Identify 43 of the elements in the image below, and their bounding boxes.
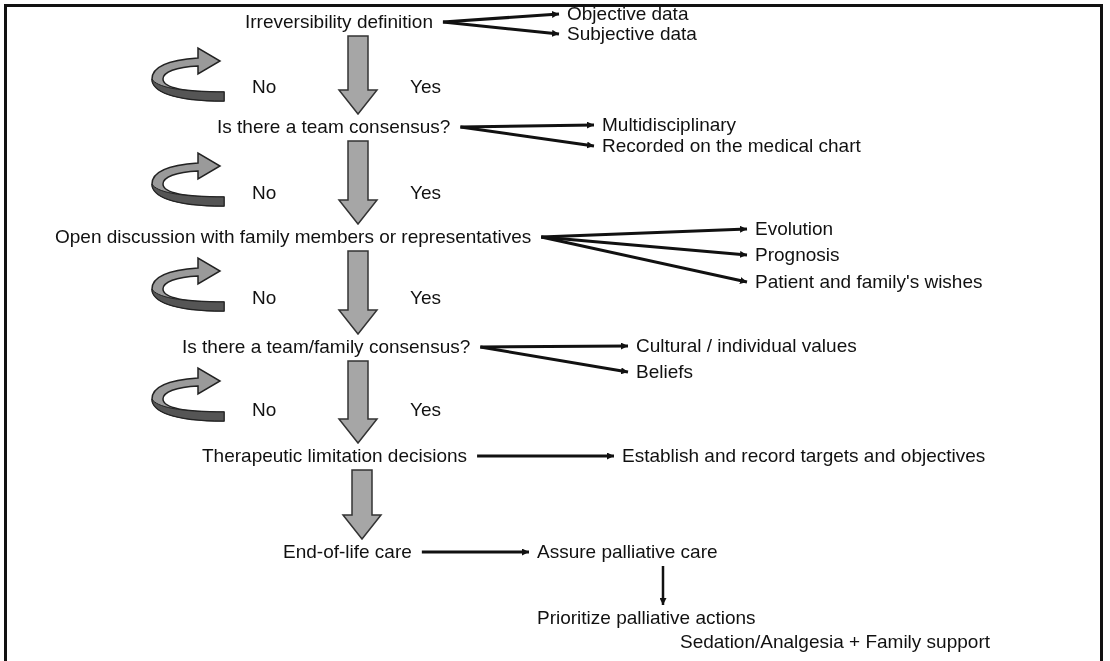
arrow bbox=[477, 452, 614, 460]
step-text: Therapeutic limitation decisions bbox=[202, 445, 468, 467]
decision-label: Yes bbox=[410, 287, 441, 309]
block-arrow bbox=[337, 360, 379, 445]
step-text: Prioritize palliative actions bbox=[537, 607, 757, 629]
step-text: End-of-life care bbox=[283, 541, 412, 563]
block-arrow bbox=[337, 140, 379, 226]
decision-label: Yes bbox=[410, 76, 441, 98]
step-text: Patient and family's wishes bbox=[755, 271, 983, 293]
arrow bbox=[480, 342, 628, 350]
decision-label: No bbox=[252, 76, 277, 98]
arrow bbox=[460, 121, 595, 129]
decision-label: No bbox=[252, 399, 277, 421]
step-text: Irreversibility definition bbox=[245, 11, 433, 33]
step-text: Subjective data bbox=[567, 23, 697, 45]
decision-label: Yes bbox=[410, 182, 441, 204]
decision-label: No bbox=[252, 287, 277, 309]
arrow bbox=[442, 11, 560, 24]
step-text: Assure palliative care bbox=[537, 541, 718, 563]
arrow bbox=[659, 566, 667, 605]
step-text: Sedation/Analgesia + Family support bbox=[680, 631, 990, 653]
step-text: Recorded on the medical chart bbox=[602, 135, 861, 157]
step-text: Establish and record targets and objectives bbox=[622, 445, 986, 467]
step-text: Cultural / individual values bbox=[636, 335, 857, 357]
decision-label: Yes bbox=[410, 399, 441, 421]
block-arrow bbox=[337, 35, 379, 116]
arrow bbox=[442, 20, 560, 37]
step-text: Multidisciplinary bbox=[602, 114, 737, 136]
arrow bbox=[460, 125, 595, 149]
arrow bbox=[421, 548, 529, 556]
arrow bbox=[541, 225, 748, 239]
step-text: Is there a team/family consensus? bbox=[182, 336, 471, 358]
step-text: Beliefs bbox=[636, 361, 694, 383]
block-arrow bbox=[337, 250, 379, 336]
step-text: Is there a team consensus? bbox=[217, 116, 451, 138]
decision-label: No bbox=[252, 182, 277, 204]
step-text: Evolution bbox=[755, 218, 834, 240]
arrow bbox=[540, 235, 748, 284]
block-arrow bbox=[341, 469, 383, 541]
step-text: Open discussion with family members or representatives bbox=[55, 226, 532, 248]
step-text: Objective data bbox=[567, 3, 689, 25]
step-text: Prognosis bbox=[755, 244, 840, 266]
arrow bbox=[480, 345, 629, 375]
